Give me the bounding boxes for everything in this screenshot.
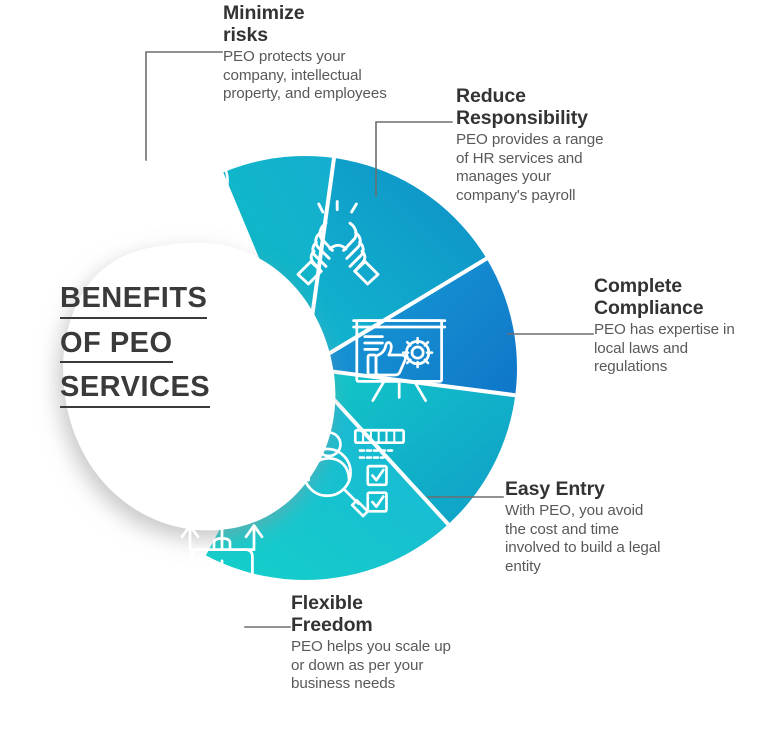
briefcase-growth-arrows-icon xyxy=(180,513,264,599)
callout-title-line: Flexible xyxy=(291,592,363,614)
callout-title-line: Easy Entry xyxy=(505,478,605,500)
callout-title-line: Reduce xyxy=(456,85,526,107)
presentation-gear-thumbsup-icon xyxy=(352,319,447,402)
center-blob-shape xyxy=(63,242,336,531)
callout-title-flexible-freedom: Flexible Freedom xyxy=(291,592,481,636)
callout-body-line: of HR services and xyxy=(456,149,583,167)
callout-body-line: property, and employees xyxy=(223,85,387,103)
magnifier-warning-icon xyxy=(167,150,243,226)
connector-minimize-risks xyxy=(145,51,223,161)
callout-body-line: With PEO, you avoid xyxy=(505,502,644,520)
callout-body-line: company, intellectual xyxy=(223,66,362,84)
callout-body-minimize-risks: PEO protects your company, intellectual … xyxy=(223,48,423,104)
callout-title-line: Responsibility xyxy=(456,107,588,130)
callout-body-line: PEO has expertise in xyxy=(594,321,735,339)
slice-flexible-freedom[interactable] xyxy=(140,368,600,690)
callout-title-line: Compliance xyxy=(594,297,704,320)
callout-title-easy-entry: Easy Entry xyxy=(505,478,697,500)
callout-title-line: Complete xyxy=(594,275,683,297)
callout-body-line: manages your xyxy=(456,168,552,186)
callout-flexible-freedom: Flexible Freedom PEO helps you scale up … xyxy=(291,592,481,694)
callout-title-line: Minimize xyxy=(223,2,305,24)
callout-body-line: involved to build a legal xyxy=(505,539,661,557)
callout-title-complete-compliance: Complete Compliance xyxy=(594,275,762,319)
callout-body-line: PEO helps you scale up xyxy=(291,638,451,656)
callout-body-line: company's payroll xyxy=(456,186,576,204)
callout-title-reduce-responsibility: Reduce Responsibility xyxy=(456,85,634,129)
callout-body-line: entity xyxy=(505,557,541,575)
callout-body-flexible-freedom: PEO helps you scale up or down as per yo… xyxy=(291,638,481,694)
callout-body-complete-compliance: PEO has expertise in local laws and regu… xyxy=(594,321,762,377)
callout-title-line: Freedom xyxy=(291,614,373,637)
callout-body-line: PEO provides a range xyxy=(456,131,604,149)
connector-lines xyxy=(145,51,594,628)
callout-title-minimize-risks: Minimize risks xyxy=(223,2,423,46)
callout-body-line: or down as per your xyxy=(291,656,424,674)
callout-body-line: regulations xyxy=(594,358,668,376)
callout-easy-entry: Easy Entry With PEO, you avoid the cost … xyxy=(505,478,697,576)
connector-reduce-responsibility xyxy=(375,121,453,197)
callout-minimize-risks: Minimize risks PEO protects your company… xyxy=(223,2,423,104)
center-blob xyxy=(63,242,336,531)
callout-title-line: risks xyxy=(223,24,269,47)
callout-body-reduce-responsibility: PEO provides a range of HR services and … xyxy=(456,131,634,205)
callout-body-line: local laws and xyxy=(594,339,688,357)
callout-body-line: the cost and time xyxy=(505,520,619,538)
callout-complete-compliance: Complete Compliance PEO has expertise in… xyxy=(594,275,762,377)
callout-body-line: business needs xyxy=(291,675,396,693)
person-checklist-magnifier-icon xyxy=(302,428,405,518)
callout-reduce-responsibility: Reduce Responsibility PEO provides a ran… xyxy=(456,85,634,205)
handshake-icon xyxy=(296,200,380,286)
callout-body-line: PEO protects your xyxy=(223,48,346,66)
callout-body-easy-entry: With PEO, you avoid the cost and time in… xyxy=(505,502,697,576)
